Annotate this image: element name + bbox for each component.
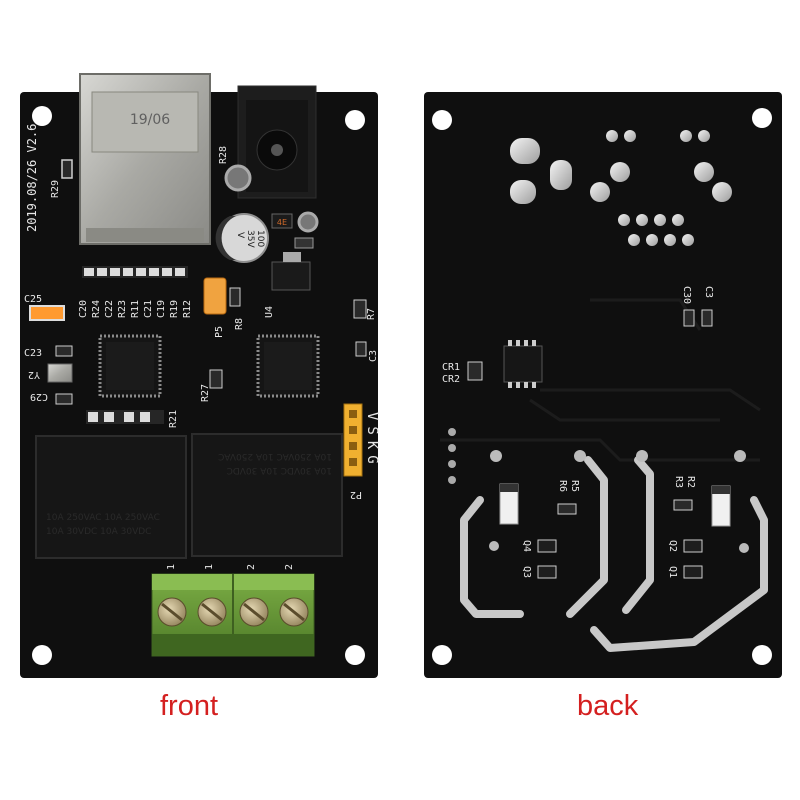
label-c20: C20 xyxy=(78,300,89,318)
mcu-chip xyxy=(98,334,162,398)
mount-hole xyxy=(752,108,772,128)
label-c21: C21 xyxy=(143,300,154,318)
relay-1-rating: 10A 250VAC 10A 250VAC xyxy=(46,513,160,523)
back-label-c30: C30 xyxy=(681,286,692,304)
label-y2: Y2 xyxy=(28,369,40,380)
label-p2: P2 xyxy=(350,489,362,500)
label-r7: R7 xyxy=(366,308,377,320)
label-r8: R8 xyxy=(234,318,245,330)
relay-2: 10A 250VAC 10A 250VAC 10A 30VDC 10A 30VD… xyxy=(191,433,343,557)
label-c23: C23 xyxy=(24,348,42,359)
label-c22: C22 xyxy=(104,300,115,318)
mount-hole xyxy=(432,110,452,130)
relay-2-rating: 10A 250VAC 10A 250VAC xyxy=(218,451,332,461)
soic-chip xyxy=(503,340,543,388)
relay-1-rating-dc: 10A 30VDC 10A 30VDC xyxy=(46,527,151,537)
label-c29: C29 xyxy=(30,391,48,402)
label-r24: R24 xyxy=(91,300,102,318)
caption-front: front xyxy=(160,690,219,722)
back-label-q2: Q2 xyxy=(667,540,678,552)
capacitor-value-text: 100 xyxy=(255,230,265,247)
mount-hole xyxy=(432,645,452,665)
regulator-mark: 4E xyxy=(277,218,287,227)
label-c3: C3 xyxy=(368,350,379,362)
back-label-q3: Q3 xyxy=(521,566,532,578)
jack-print: 19/06 xyxy=(130,112,170,128)
label-r12: R12 xyxy=(182,300,193,318)
back-label-r6: R6 xyxy=(557,480,568,492)
back-label-cr2: CR2 xyxy=(442,374,460,385)
label-r19: R19 xyxy=(169,300,180,318)
rj45-jack: 19/06 xyxy=(79,73,211,245)
back-label-q4: Q4 xyxy=(521,540,532,552)
back-pcb xyxy=(424,92,782,678)
capacitor-voltage-text: 35V xyxy=(245,230,255,248)
terminal-label-1b: 1 xyxy=(204,564,215,570)
label-r11: R11 xyxy=(130,300,141,318)
caption-back: back xyxy=(577,690,639,722)
mount-hole xyxy=(32,645,52,665)
capacitor-mark-text: V xyxy=(235,232,245,239)
jumper-p5 xyxy=(203,277,227,315)
label-r21: R21 xyxy=(168,410,179,428)
label-p5: P5 xyxy=(214,326,225,338)
label-r28: R28 xyxy=(218,146,229,164)
terminal-label-1a: 1 xyxy=(166,564,177,570)
header-pin-labels: VSKG xyxy=(364,412,380,470)
pin-header xyxy=(343,403,363,477)
mount-hole xyxy=(345,645,365,665)
label-r27: R27 xyxy=(200,384,211,402)
back-board: C30 C3 CR1 CR2 R5 R6 R2 R3 Q4 xyxy=(424,92,782,678)
relay-traces xyxy=(460,456,768,652)
back-label-r5: R5 xyxy=(569,480,580,492)
front-board: 19/06 100 35V V 4E 2019.08/26 V2.6 R29 xyxy=(20,73,380,678)
version-text: 2019.08/26 V2.6 xyxy=(25,124,39,232)
relay-2-rating-dc: 10A 30VDC 10A 30VDC xyxy=(227,465,332,475)
relay-1: 10A 250VAC 10A 250VAC 10A 30VDC 10A 30VD… xyxy=(35,435,187,559)
back-label-r2: R2 xyxy=(685,476,696,488)
back-label-cr1: CR1 xyxy=(442,362,460,373)
ethernet-chip xyxy=(256,334,320,398)
label-c25: C25 xyxy=(24,294,42,305)
resistor-row xyxy=(82,266,188,278)
label-r23: R23 xyxy=(117,300,128,318)
label-r29: R29 xyxy=(50,180,61,198)
label-u4: U4 xyxy=(264,306,275,318)
terminal-block xyxy=(151,573,315,657)
terminal-label-2a: 2 xyxy=(246,564,257,570)
mount-hole xyxy=(32,106,52,126)
solder-pads xyxy=(448,130,732,484)
electrolytic-capacitor: 100 35V V xyxy=(215,213,269,263)
mount-hole xyxy=(752,645,772,665)
back-label-q1: Q1 xyxy=(667,566,678,578)
terminal-label-2b: 2 xyxy=(284,564,295,570)
mount-hole xyxy=(345,110,365,130)
back-label-r3: R3 xyxy=(673,476,684,488)
back-label-c3: C3 xyxy=(703,286,714,298)
label-c19: C19 xyxy=(156,300,167,318)
